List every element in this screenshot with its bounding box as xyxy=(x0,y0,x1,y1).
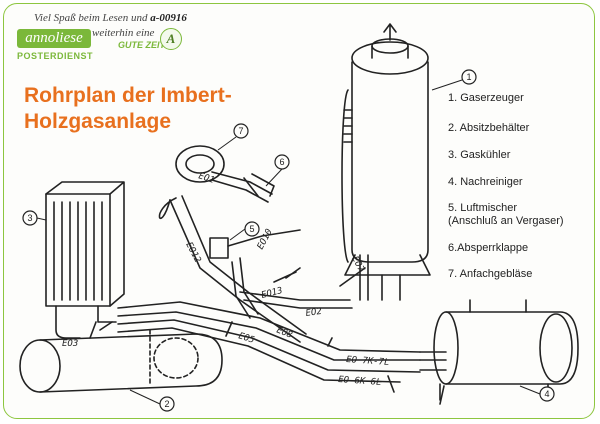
callout-number-5: 5 xyxy=(249,224,254,234)
secondary-cleaner-drawing xyxy=(419,299,579,401)
blower-drawing xyxy=(175,145,273,203)
callout-number-4: 4 xyxy=(544,389,549,399)
page-title: Rohrplan der Imbert- Holzgasanlage xyxy=(24,84,232,133)
callout-number-3: 3 xyxy=(27,213,32,223)
pipe-code-eo7: EO7 xyxy=(349,255,366,275)
gas-cooler-drawing xyxy=(45,181,125,339)
callout-7 xyxy=(233,123,249,139)
tagline-bottom: weiterhin eine xyxy=(92,27,155,39)
pipe-code-eo7k: EO 7K-7L xyxy=(346,355,390,368)
legend-item-2: 2. Absitzbehälter xyxy=(448,122,530,134)
pipe-code-eo8: EO8 xyxy=(275,326,294,341)
callout-number-6: 6 xyxy=(279,157,284,167)
callout-number-2: 2 xyxy=(164,399,169,409)
legend-item-5: 5. Luftmischer (Anschluß an Vergaser) xyxy=(448,202,564,227)
gute-zeit-label: GUTE ZEIT xyxy=(118,40,165,50)
pipe-code-eo6k: EO 6K-6L xyxy=(338,375,382,388)
legend-item-3: 3. Gaskühler xyxy=(448,149,511,161)
pipe-network xyxy=(89,195,445,405)
logo-subtitle: POSTERDIENST xyxy=(17,51,94,61)
legend-item-6: 6.Absperrklappe xyxy=(448,242,529,254)
pipe-code-eo1: EO1 xyxy=(197,171,216,186)
article-code: a-00916 xyxy=(150,12,187,24)
legend-item-1: 1. Gaserzeuger xyxy=(448,92,524,104)
callout-1 xyxy=(461,69,477,85)
callout-numbers: 1 2 3 4 5 6 7 xyxy=(27,72,549,409)
tagline-top: Viel Spaß beim Lesen und a-00916 xyxy=(34,12,187,24)
air-mixer-drawing xyxy=(209,229,301,259)
callout-leaders xyxy=(36,79,541,405)
tagline-text: Viel Spaß beim Lesen und xyxy=(34,12,148,24)
pipe-code-eo2: EO2 xyxy=(305,307,322,319)
legend-item-7: 7. Anfachgebläse xyxy=(448,268,533,280)
pipe-codes: EO1 EO12 EO10 EO13 EO2 EO8 EO5 EO3 EO 7K… xyxy=(62,171,390,388)
pipe-code-eo13: EO13 xyxy=(260,286,283,301)
pipe-code-eo3: EO3 xyxy=(62,339,78,349)
settling-tank-drawing xyxy=(19,329,223,393)
callout-number-1: 1 xyxy=(466,72,471,82)
annoliese-logo: annoliese xyxy=(17,29,91,48)
legend-item-4: 4. Nachreiniger xyxy=(448,176,523,188)
shutoff-valve-drawing xyxy=(243,173,275,197)
pipe-code-eo12: EO12 xyxy=(183,241,202,265)
pipe-code-eo5: EO5 xyxy=(237,331,256,346)
callout-number-7: 7 xyxy=(238,126,243,136)
gas-generator-drawing xyxy=(339,23,431,301)
badge-icon: A xyxy=(160,28,182,50)
